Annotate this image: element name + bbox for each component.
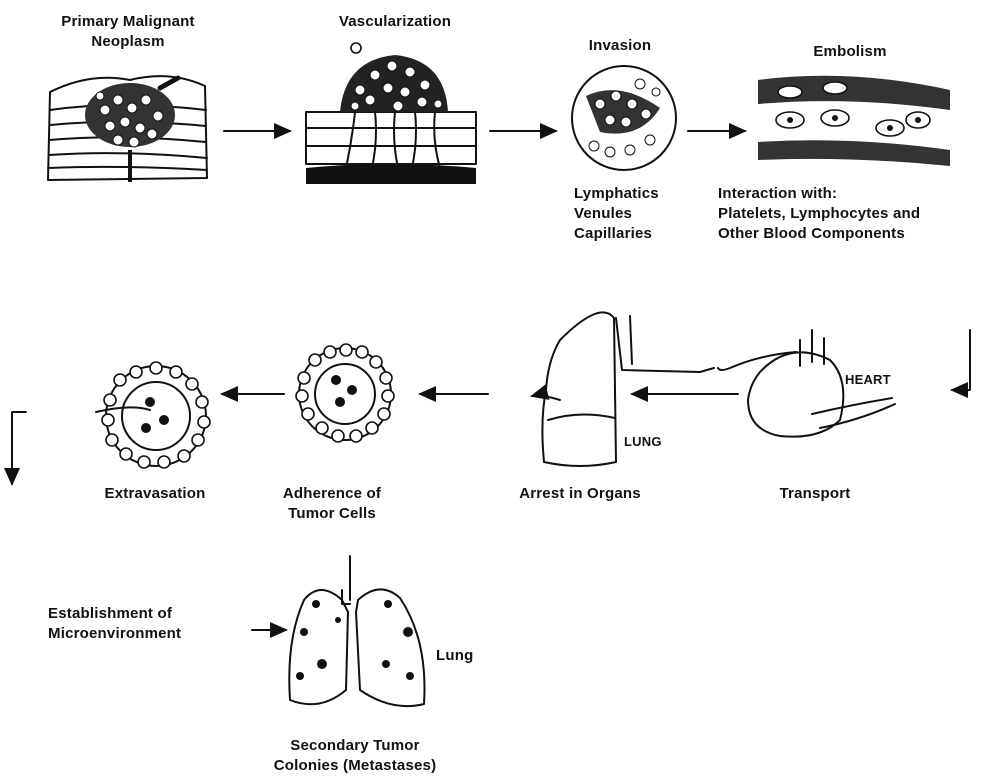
secondary-lungs-illustration [289,556,424,706]
adherence-illustration [296,344,394,442]
heart-illustration [718,330,895,437]
arrest-lung-illustration [532,312,714,466]
invasion-illustration [572,66,676,170]
arrow-extravasation-down [12,412,26,484]
primary-neoplasm-illustration [48,76,207,182]
arrow-row1-to-transport [952,330,970,390]
embolism-illustration [758,76,950,166]
extravasation-illustration [96,362,210,468]
vascularization-illustration [306,43,476,184]
